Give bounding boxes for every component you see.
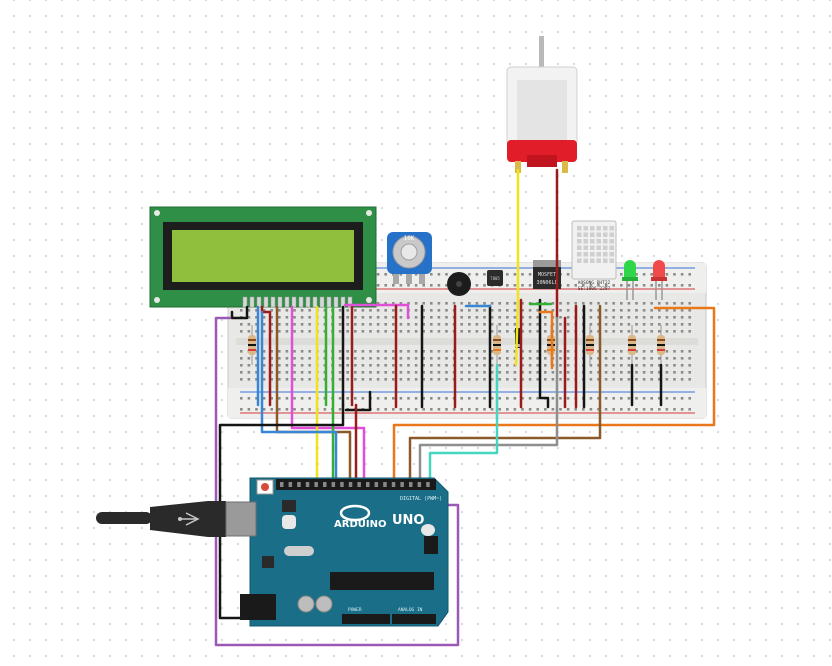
lcd-screen: [172, 230, 354, 282]
usb-cable-icon[interactable]: [96, 501, 257, 537]
wire-black[interactable]: [344, 390, 372, 412]
analog-label: ANALOG IN: [398, 607, 423, 613]
wire-orange[interactable]: [538, 310, 554, 370]
wire-pink[interactable]: [343, 303, 410, 320]
dht22-label-2: SE:1006-2287: [578, 286, 611, 292]
resistor[interactable]: [248, 325, 256, 365]
wire-motor-yellow[interactable]: [514, 168, 520, 367]
dht22-vent-grid: [577, 226, 614, 263]
wire-red[interactable]: [260, 305, 272, 407]
led-green-icon[interactable]: [622, 260, 638, 300]
voltage-regulator[interactable]: 7805: [487, 270, 503, 286]
dht22-sensor[interactable]: AOSONG DHT22 SE:1006-2287: [571, 220, 617, 292]
power-jack[interactable]: [240, 594, 276, 620]
wire-grey[interactable]: [418, 316, 559, 484]
dc-motor[interactable]: [506, 36, 578, 173]
resistor[interactable]: [628, 325, 636, 365]
mosfet-label-1: MOSFET: [538, 272, 556, 278]
mosfet-label-2: 30N06LE: [536, 280, 557, 286]
digital-label: DIGITAL (PWM~): [400, 496, 442, 502]
potentiometer[interactable]: 10K: [387, 232, 432, 284]
dht22-label-1: AOSONG DHT22: [578, 280, 611, 286]
led-red-icon[interactable]: [651, 260, 667, 300]
analog-header: [392, 614, 436, 624]
arduino-brand: ARDUINO: [334, 519, 386, 530]
resistor[interactable]: [657, 325, 665, 365]
wires: [214, 168, 716, 647]
mosfet[interactable]: MOSFET 30N06LE: [533, 260, 561, 289]
wire-pink[interactable]: [290, 305, 366, 482]
wire-black[interactable]: [230, 305, 249, 320]
arduino-model: UNO: [392, 513, 425, 528]
regulator-label: 7805: [490, 276, 500, 281]
wire-blue[interactable]: [260, 310, 338, 482]
lcd-display[interactable]: [149, 206, 377, 308]
power-header: [342, 614, 390, 624]
wire-cyan[interactable]: [428, 363, 499, 484]
digital-header: [276, 479, 436, 490]
pot-label: 10K: [404, 235, 415, 242]
arduino-uno[interactable]: DIGITAL (PWM~) ARDUINO UNO POWER ANALOG …: [240, 477, 449, 627]
lcd-pin-header: [242, 296, 353, 308]
wire-brown[interactable]: [408, 405, 602, 484]
atmega-chip: [330, 572, 434, 590]
resistor[interactable]: [493, 325, 501, 365]
resistor[interactable]: [586, 325, 594, 365]
wire-orange[interactable]: [392, 306, 716, 484]
power-label: POWER: [348, 607, 362, 613]
wire-black[interactable]: [538, 298, 550, 409]
piezo-buzzer[interactable]: [447, 272, 471, 296]
